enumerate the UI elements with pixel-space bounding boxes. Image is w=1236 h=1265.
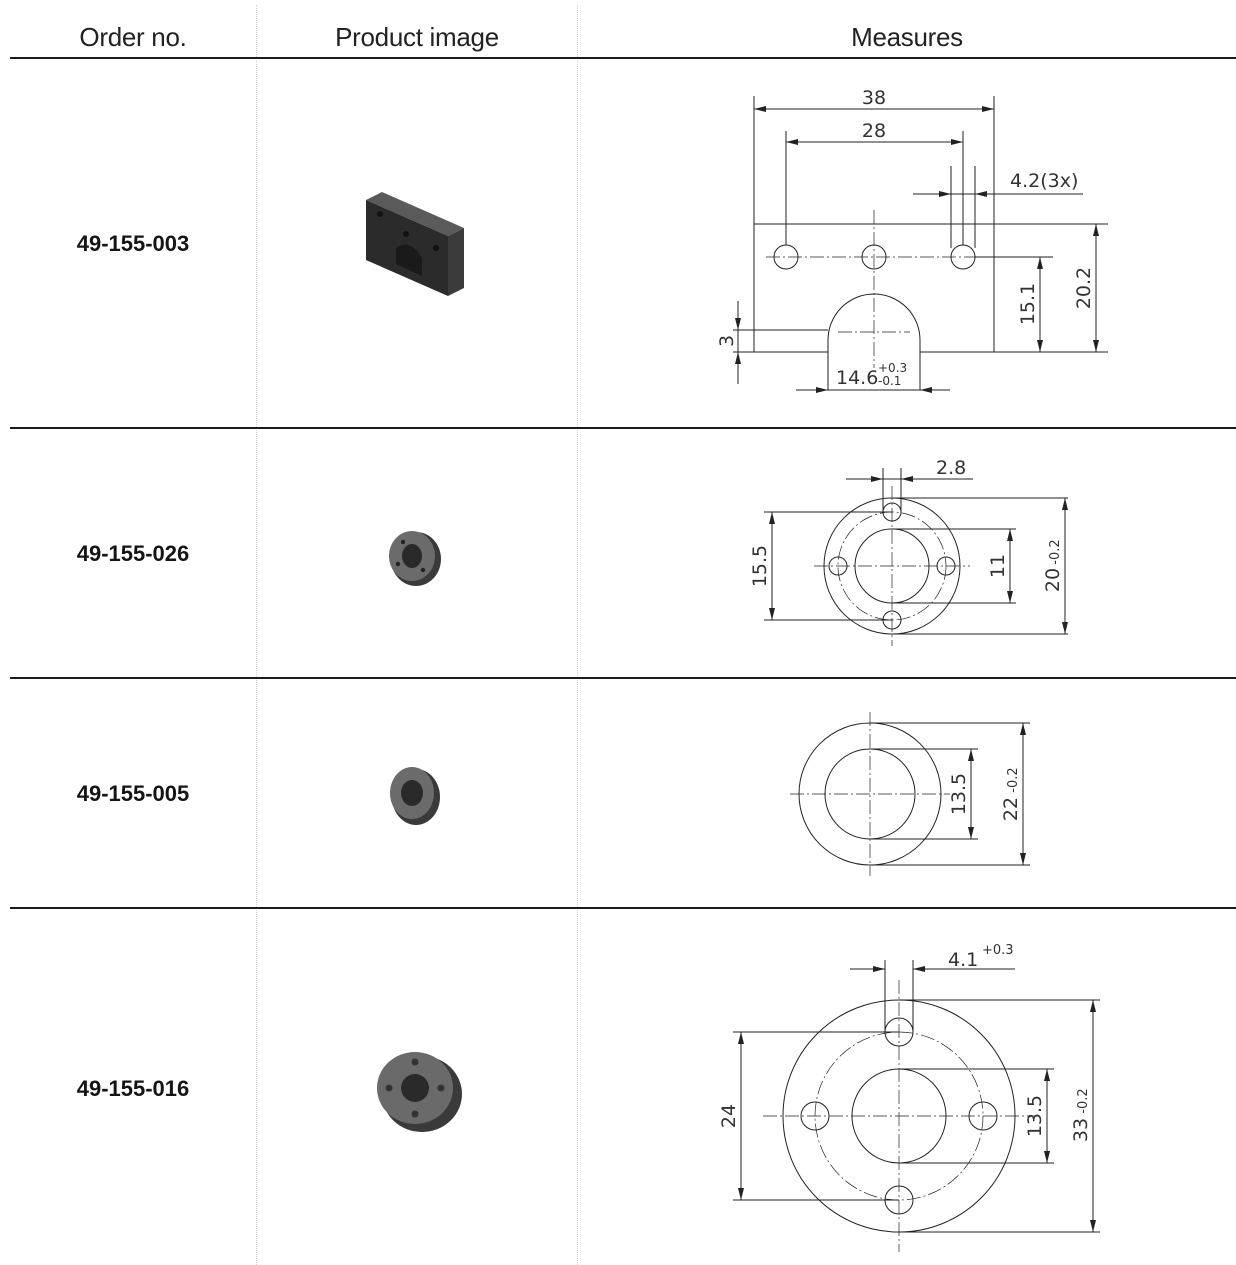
- dim-outer-diameter: 33: [1070, 1118, 1092, 1142]
- order-number: 49-155-016: [76, 1076, 190, 1101]
- row-rule: [10, 677, 1236, 679]
- dim-hole-diameter: 2.8: [936, 457, 966, 479]
- dim-height: 20.2: [1073, 267, 1095, 309]
- large-flange-drawing: 4.1 +0.3 24 13.5 33 -0.2: [578, 908, 1236, 1265]
- header-product-image: Product image: [335, 22, 499, 52]
- order-number: 49-155-026: [76, 541, 190, 566]
- dim-step: 3: [716, 335, 738, 347]
- plain-ring-drawing: 13.5 22 -0.2: [578, 678, 1236, 908]
- large-flange-icon: [377, 1052, 462, 1132]
- column-divider-2: [577, 5, 578, 1265]
- header-rule: [10, 57, 1236, 59]
- dim-bore: 11: [987, 554, 1009, 578]
- rectangular-bracket-icon: [366, 192, 464, 296]
- dim-hole-spacing: 28: [862, 120, 886, 142]
- dim-hole-diameter: 4.1: [948, 949, 978, 971]
- dim-outer-tol: -0.2: [1048, 539, 1063, 564]
- plain-ring-icon: [390, 767, 440, 825]
- column-divider-1: [256, 5, 257, 1265]
- table-row: 49-155-026: [0, 428, 1236, 678]
- flanged-ring-icon: [389, 531, 441, 586]
- dim-hole-pitch: 24: [718, 1104, 740, 1128]
- flanged-ring-drawing: 2.8 15.5 11 20 -0.2: [578, 428, 1236, 678]
- dim-outer-diameter: 20: [1042, 568, 1064, 592]
- table-header: Order no. Product image Measures: [0, 0, 1236, 58]
- dim-hole-pitch: 15.5: [749, 545, 771, 587]
- dim-hole-diameter: 4.2(3x): [1010, 170, 1078, 192]
- dim-slot-width: 14.6: [836, 367, 878, 389]
- header-order-no: Order no.: [79, 22, 187, 52]
- dim-overall-width: 38: [862, 87, 886, 109]
- dim-slot-tol-upper: +0.3: [878, 361, 907, 375]
- dim-slot-tol-lower: -0.1: [878, 374, 901, 388]
- dim-hole-tol: +0.3: [982, 943, 1014, 958]
- order-number: 49-155-003: [76, 231, 190, 256]
- table-row: 49-155-003: [0, 58, 1236, 428]
- row-rule: [10, 427, 1236, 429]
- table-row: 49-155-005: [0, 678, 1236, 908]
- dim-bore: 13.5: [1024, 1095, 1046, 1137]
- header-measures: Measures: [851, 22, 963, 52]
- bracket-drawing: 38 28 4.2(3x) 20.2 15.1 3 14.6 +0.3 -0.1: [578, 58, 1236, 428]
- dim-outer-tol: -0.2: [1076, 1088, 1091, 1113]
- dim-outer-tol: -0.2: [1006, 767, 1021, 792]
- dim-bore: 13.5: [948, 773, 970, 815]
- order-number: 49-155-005: [76, 781, 190, 806]
- row-rule: [10, 907, 1236, 909]
- dim-outer-diameter: 22: [1000, 797, 1022, 821]
- table-row: 49-155-016: [0, 908, 1236, 1265]
- dim-hole-height: 15.1: [1017, 283, 1039, 325]
